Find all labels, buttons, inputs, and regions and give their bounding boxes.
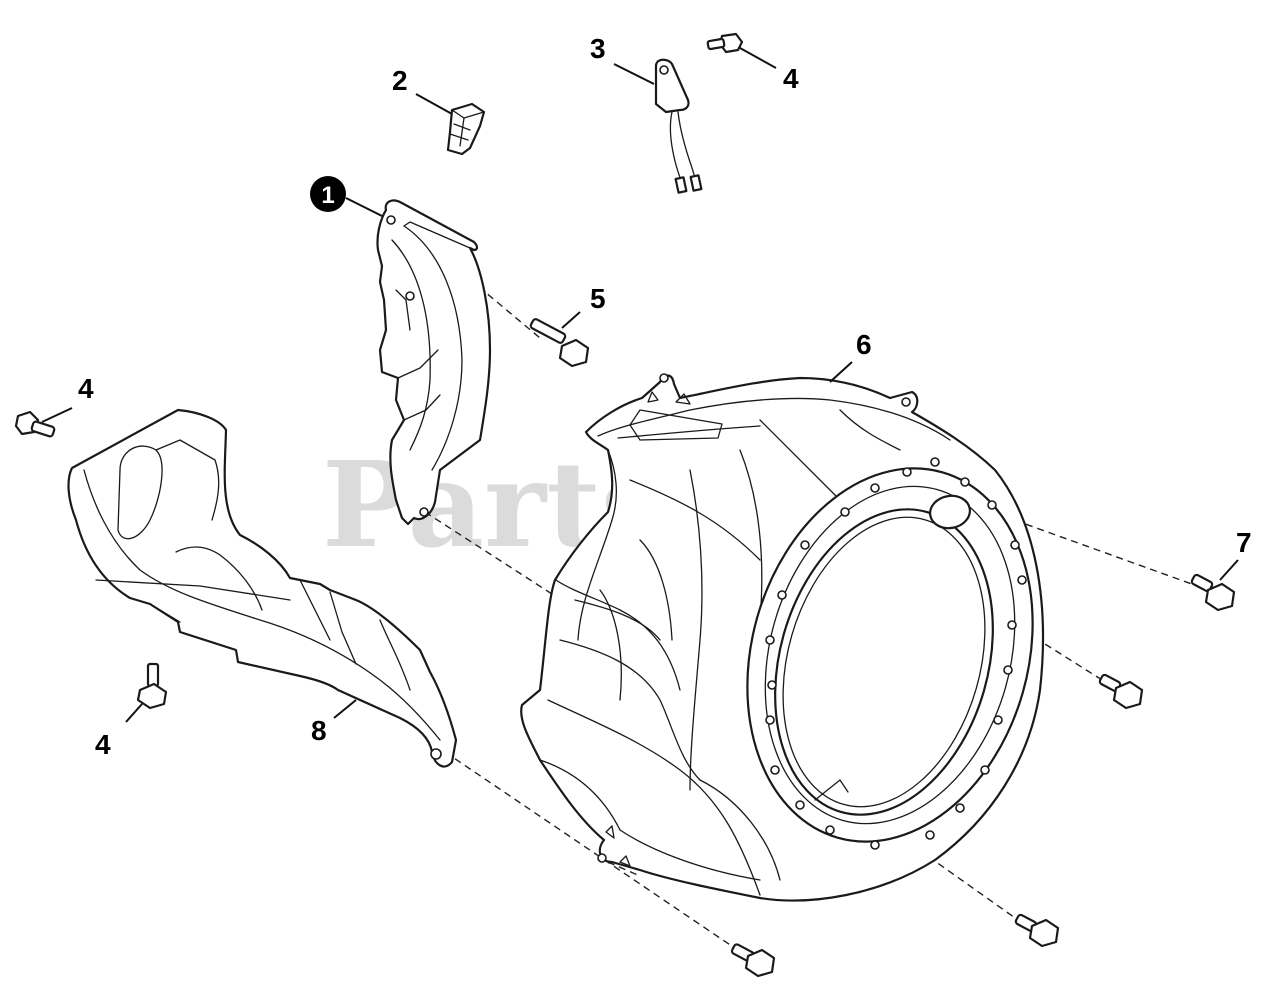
bolt-5[interactable] bbox=[529, 318, 590, 368]
callout-5-label[interactable]: 5 bbox=[590, 283, 606, 314]
callout-1-label: 1 bbox=[321, 182, 334, 209]
blower-housing[interactable] bbox=[520, 373, 1075, 902]
callout-6-label[interactable]: 6 bbox=[856, 329, 872, 360]
lower-baffle-shield[interactable] bbox=[67, 408, 458, 768]
connector-part[interactable] bbox=[446, 102, 486, 156]
bolt-left[interactable] bbox=[14, 410, 56, 438]
upper-baffle-shield[interactable] bbox=[376, 199, 492, 526]
callout-7-label[interactable]: 7 bbox=[1236, 527, 1252, 558]
bolt-bottom-center[interactable] bbox=[730, 943, 776, 978]
bolt-top[interactable] bbox=[706, 32, 744, 54]
callout-2-label[interactable]: 2 bbox=[392, 65, 408, 96]
callout-8-label[interactable]: 8 bbox=[311, 715, 327, 746]
bolt-bottom-right[interactable] bbox=[1014, 913, 1060, 948]
flange-bolt-holes bbox=[765, 457, 1027, 850]
callout-3-label[interactable]: 3 bbox=[590, 33, 606, 64]
bolt-7[interactable] bbox=[1190, 573, 1236, 612]
callout-4-top-label[interactable]: 4 bbox=[783, 63, 799, 94]
leader-lines bbox=[41, 47, 1239, 723]
callout-4-bottom-label[interactable]: 4 bbox=[95, 729, 111, 760]
callout-1[interactable]: 1 bbox=[310, 176, 346, 212]
bolt-right-middle[interactable] bbox=[1098, 673, 1144, 710]
sensor-with-wires[interactable] bbox=[654, 58, 703, 194]
callout-4-left-label[interactable]: 4 bbox=[78, 373, 94, 404]
bolt-bottom-left[interactable] bbox=[136, 662, 168, 710]
